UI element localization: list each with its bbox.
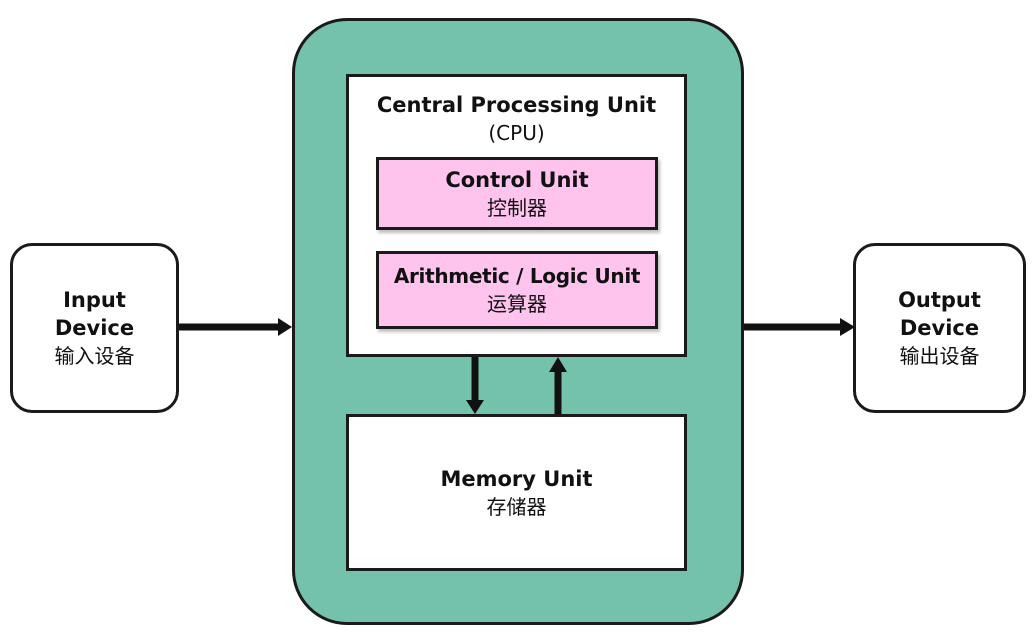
memory-to-cpu-arrow xyxy=(549,357,567,414)
control-unit-box: Control Unit 控制器 xyxy=(376,157,658,230)
cpu-to-memory-arrow xyxy=(466,357,484,414)
memory-unit-box: Memory Unit 存储器 xyxy=(346,414,687,571)
alu-subtitle: 运算器 xyxy=(487,292,547,316)
output-device-box: Output Device 输出设备 xyxy=(853,243,1026,413)
input-device-subtitle: 输入设备 xyxy=(54,344,135,368)
alu-box: Arithmetic / Logic Unit 运算器 xyxy=(376,251,658,329)
input-device-title-1: Input xyxy=(63,288,126,312)
cpu-abbr: (CPU) xyxy=(488,121,545,145)
control-unit-subtitle: 控制器 xyxy=(487,195,547,220)
alu-title: Arithmetic / Logic Unit xyxy=(393,264,641,288)
output-device-title-2: Device xyxy=(899,316,980,340)
computer-to-output-arrow xyxy=(744,318,855,336)
output-device-subtitle: 输出设备 xyxy=(899,344,980,368)
control-unit-title: Control Unit xyxy=(445,167,589,192)
cpu-title: Central Processing Unit xyxy=(376,93,657,117)
output-device-title-1: Output xyxy=(898,288,981,312)
memory-unit-subtitle: 存储器 xyxy=(486,494,547,519)
memory-unit-title: Memory Unit xyxy=(440,466,593,491)
input-device-title-2: Device xyxy=(54,316,135,340)
input-to-computer-arrow xyxy=(179,318,292,336)
input-device-box: Input Device 输入设备 xyxy=(10,243,179,413)
